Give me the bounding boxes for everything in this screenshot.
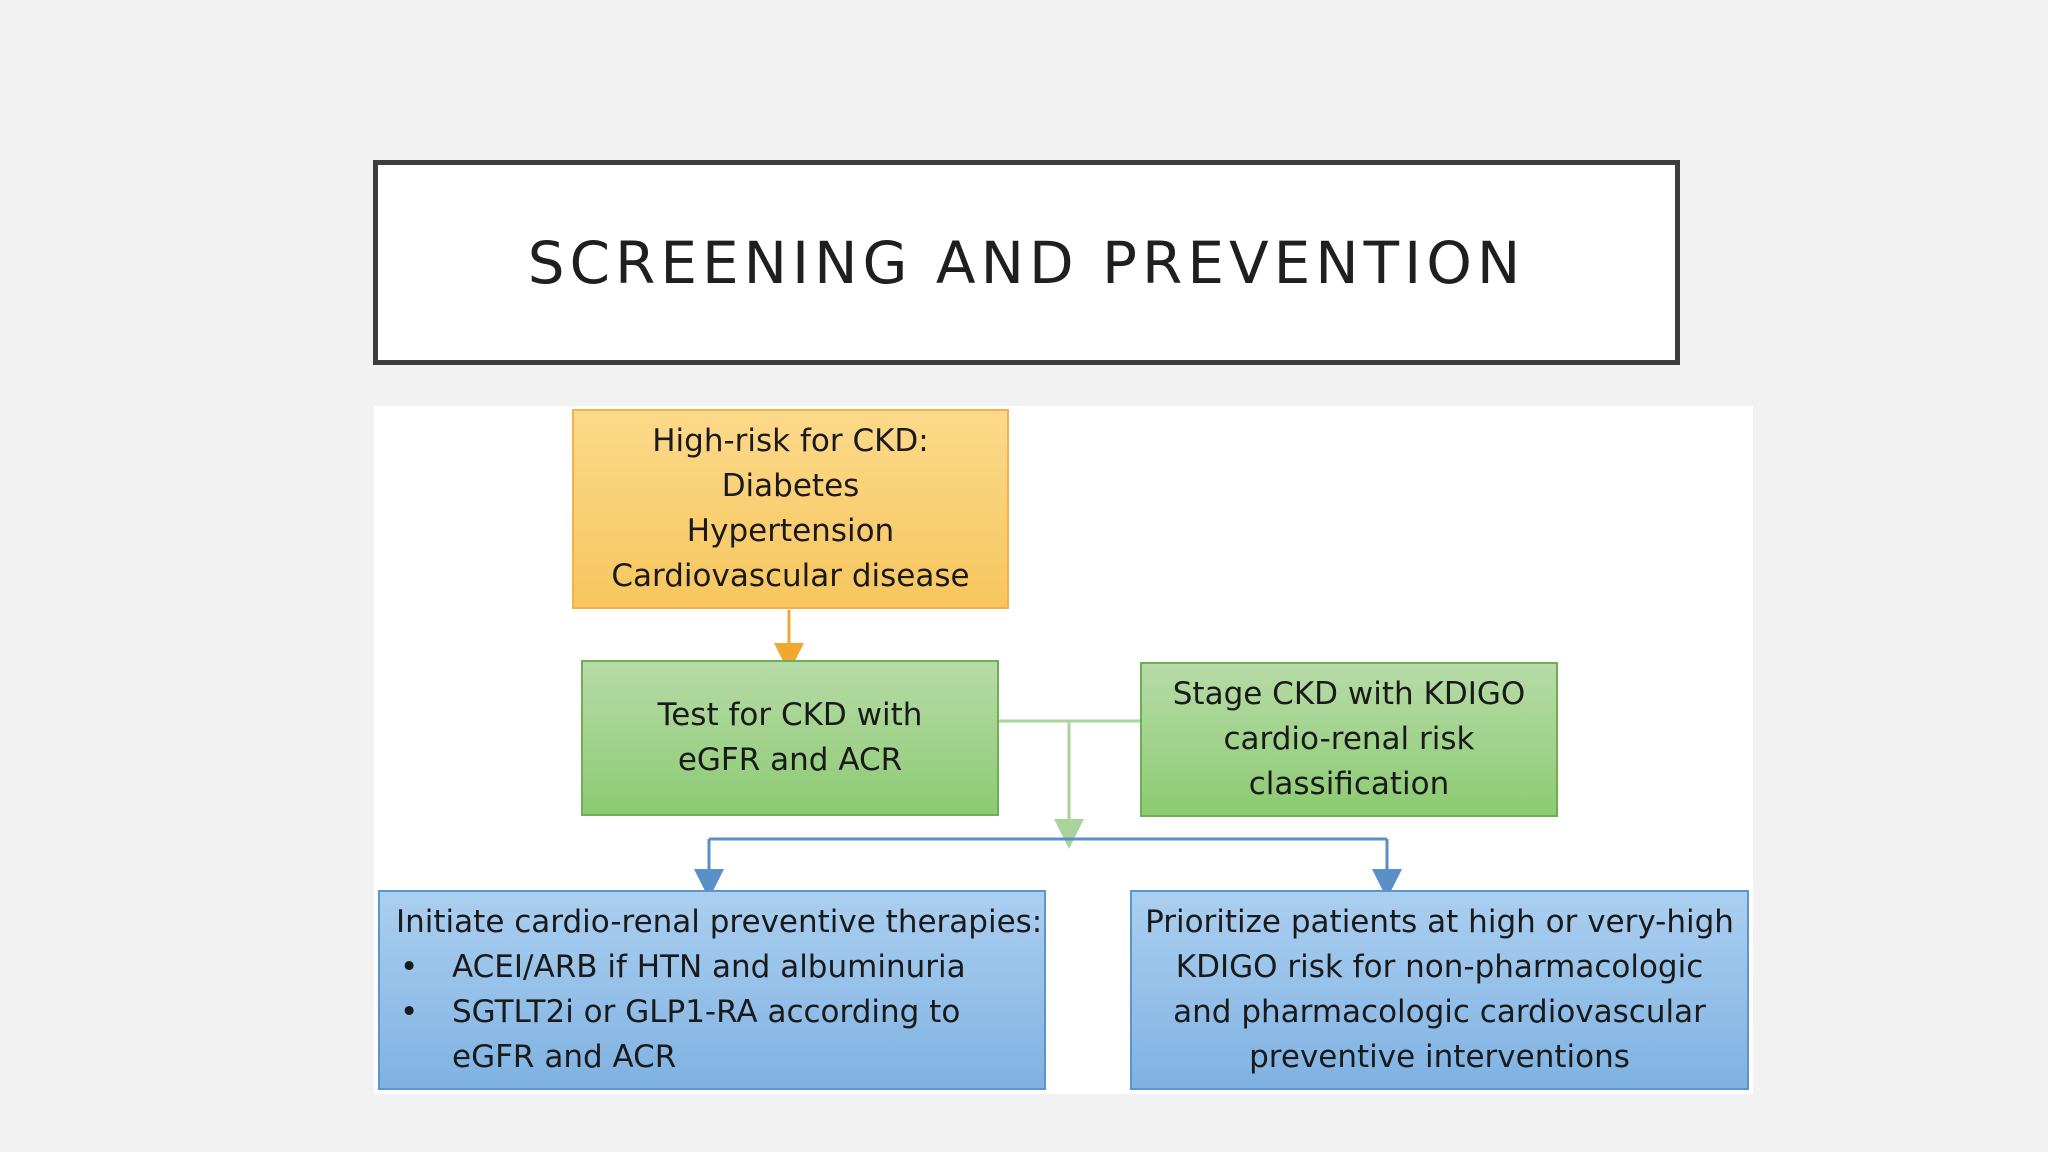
test-line-2: eGFR and ACR <box>677 742 903 778</box>
high-risk-item-cvd: Cardiovascular disease <box>611 558 970 594</box>
initiate-heading: Initiate cardio-renal preventive therapi… <box>396 904 1043 940</box>
high-risk-title: High-risk for CKD: <box>652 423 929 459</box>
prioritize-patients-box: Prioritize patients at high or very-high… <box>1130 890 1749 1090</box>
prioritize-line-2: KDIGO risk for non-pharmacologic <box>1175 949 1704 985</box>
flowchart-connectors <box>694 610 1402 899</box>
initiate-bullet-2: • SGTLT2i or GLP1-RA according to <box>396 990 960 1035</box>
initiate-bullet-1: • ACEI/ARB if HTN and albuminuria <box>396 945 966 990</box>
title-box: SCREENING AND PREVENTION <box>373 160 1680 365</box>
stage-ckd-box: Stage CKD with KDIGO cardio-renal risk c… <box>1140 662 1558 817</box>
initiate-bullet-2-cont: eGFR and ACR <box>452 1039 677 1075</box>
high-risk-item-diabetes: Diabetes <box>721 468 860 504</box>
stage-line-3: classification <box>1248 766 1450 802</box>
slide-title: SCREENING AND PREVENTION <box>527 228 1526 297</box>
initiate-bullet-2-text: SGTLT2i or GLP1-RA according to <box>452 994 961 1030</box>
initiate-therapies-box: Initiate cardio-renal preventive therapi… <box>378 890 1046 1090</box>
stage-line-2: cardio-renal risk <box>1223 721 1475 757</box>
high-risk-box: High-risk for CKD: Diabetes Hypertension… <box>572 409 1009 609</box>
test-line-1: Test for CKD with <box>657 697 923 733</box>
test-ckd-box: Test for CKD with eGFR and ACR <box>581 660 999 816</box>
bullet-dot: • <box>400 994 419 1030</box>
prioritize-line-4: preventive interventions <box>1249 1039 1630 1075</box>
flowchart: High-risk for CKD: Diabetes Hypertension… <box>374 406 1753 1094</box>
bullet-dot: • <box>400 949 419 985</box>
high-risk-item-hypertension: Hypertension <box>686 513 895 549</box>
prioritize-line-1: Prioritize patients at high or very-high <box>1145 904 1734 940</box>
initiate-bullet-1-text: ACEI/ARB if HTN and albuminuria <box>452 949 966 985</box>
stage-line-1: Stage CKD with KDIGO <box>1172 676 1526 712</box>
prioritize-line-3: and pharmacologic cardiovascular <box>1173 994 1706 1030</box>
